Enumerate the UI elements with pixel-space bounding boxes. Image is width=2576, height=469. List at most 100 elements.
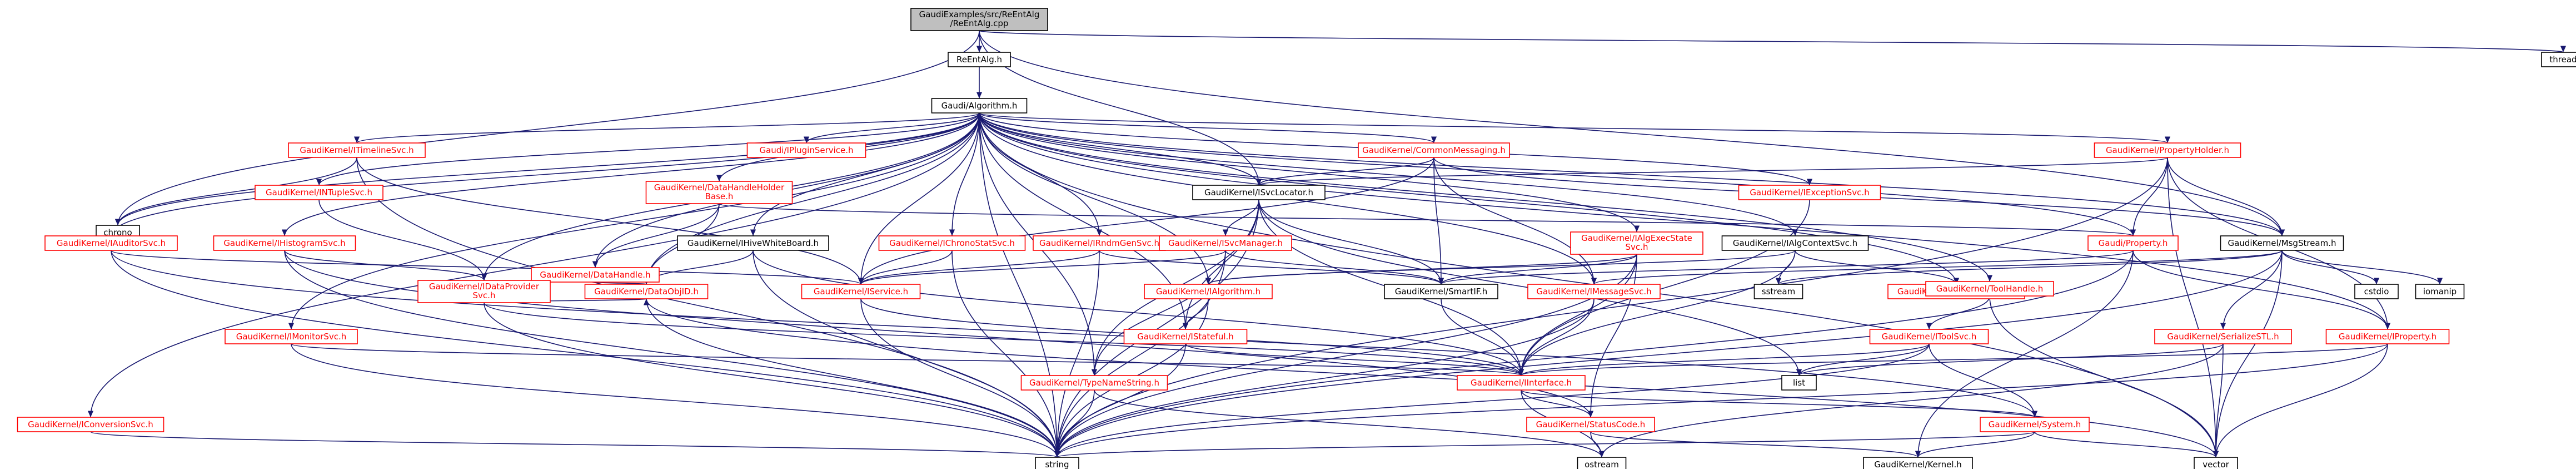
edge-line	[111, 250, 2037, 418]
node-iauditorsvc[interactable]: GaudiKernel/IAuditorSvc.h	[44, 235, 178, 251]
node-isvcmanager[interactable]: GaudiKernel/ISvcManager.h	[1159, 235, 1292, 251]
edge-line	[1518, 254, 1637, 376]
edge-propertyholder-to-property	[2130, 157, 2168, 236]
node-ipluginservice[interactable]: Gaudi/IPluginService.h	[746, 142, 866, 158]
node-dataobjid[interactable]: GaudiKernel/DataObjID.h	[584, 284, 709, 299]
edge-intuplesvc-to-idataprovidersvc	[318, 199, 487, 281]
edge-istateful-to-string	[1054, 343, 1186, 458]
edge-itoolsvc-to-iinterface	[1518, 343, 1930, 376]
node-iproperty[interactable]: GaudiKernel/IProperty.h	[2325, 329, 2450, 344]
edge-line	[979, 30, 2565, 53]
node-label: thread	[2549, 55, 2576, 65]
node-isvclocator[interactable]: GaudiKernel/ISvcLocator.h	[1192, 185, 1326, 200]
node-label: GaudiKernel/PropertyHolder.h	[2106, 145, 2229, 155]
node-label: GaudiKernel/ISvcManager.h	[1168, 238, 1283, 248]
node-ichronostatsvc[interactable]: GaudiKernel/IChronoStatSvc.h	[878, 235, 1026, 251]
node-typenamestring[interactable]: GaudiKernel/TypeNameString.h	[1020, 375, 1168, 391]
edge-property-to-smartif	[1438, 250, 2134, 285]
node-box	[1753, 284, 1803, 299]
edge-property-to-iproperty	[2132, 250, 2391, 330]
node-layer: GaudiExamples/src/ReEntAlg/ReEntAlg.cppR…	[17, 8, 2576, 469]
node-ihistogramsvc[interactable]: GaudiKernel/IHistogramSvc.h	[213, 235, 356, 251]
node-ihivewhiteboard[interactable]: GaudiKernel/IHiveWhiteBoard.h	[677, 235, 829, 251]
edge-root-to-thread	[979, 30, 2565, 53]
node-intuplesvc[interactable]: GaudiKernel/INTupleSvc.h	[255, 185, 383, 200]
node-label: GaudiKernel/SmartIF.h	[1395, 287, 1487, 297]
edge-line	[1054, 343, 1186, 458]
edge-iauditorsvc-to-string	[111, 250, 1060, 458]
edge-line	[1587, 254, 1637, 418]
node-iexceptionsvc[interactable]: GaudiKernel/IExceptionSvc.h	[1738, 185, 1881, 200]
edge-line	[1438, 250, 2134, 285]
node-imessagesvc[interactable]: GaudiKernel/IMessageSvc.h	[1527, 284, 1661, 299]
node-box	[1527, 284, 1661, 299]
edge-imessagesvc-to-string	[1054, 298, 1595, 458]
edge-iinterface-to-system	[1521, 389, 2037, 418]
node-property[interactable]: Gaudi/Property.h	[2087, 235, 2179, 251]
node-iinterface[interactable]: GaudiKernel/IInterface.h	[1457, 375, 1586, 391]
edge-line	[1590, 431, 1921, 458]
node-itoolsvc[interactable]: GaudiKernel/IToolSvc.h	[1869, 329, 1989, 344]
edge-line	[1590, 431, 1605, 458]
node-label: GaudiKernel/IChronoStatSvc.h	[889, 238, 1015, 248]
node-toolhandle[interactable]: GaudiKernel/ToolHandle.h	[1925, 281, 2054, 297]
edge-algorithm_h-to-iproperty	[979, 112, 2390, 330]
node-reentalg_h[interactable]: ReEntAlg.h	[948, 52, 1011, 67]
node-label: list	[1793, 378, 1805, 388]
node-iconversionsvc[interactable]: GaudiKernel/IConversionSvc.h	[17, 417, 165, 432]
node-system[interactable]: GaudiKernel/System.h	[1980, 417, 2090, 432]
edge-line	[1054, 250, 1226, 458]
edge-itoolsvc-to-system	[1929, 343, 2038, 418]
edge-line	[1795, 250, 1960, 285]
edge-line	[2167, 157, 2285, 236]
node-kernel[interactable]: GaudiKernel/Kernel.h	[1863, 457, 1973, 469]
node-ialgorithm[interactable]: GaudiKernel/IAlgorithm.h	[1144, 284, 1273, 299]
node-statuscode[interactable]: GaudiKernel/StatusCode.h	[1526, 417, 1655, 432]
node-propertyholder[interactable]: GaudiKernel/PropertyHolder.h	[2094, 142, 2241, 158]
node-iservice[interactable]: GaudiKernel/IService.h	[801, 284, 921, 299]
node-box	[1781, 375, 1817, 391]
node-box	[1144, 284, 1273, 299]
node-box	[2194, 457, 2238, 469]
node-itimelinesvc[interactable]: GaudiKernel/ITimelineSvc.h	[288, 142, 426, 158]
edge-ihistogramsvc-to-statuscode	[284, 250, 1593, 418]
node-commonmessaging[interactable]: GaudiKernel/CommonMessaging.h	[1358, 142, 1510, 158]
node-label: Svc.h	[473, 290, 496, 300]
edge-line	[1256, 157, 1434, 186]
node-irndmgensvc[interactable]: GaudiKernel/IRndmGenSvc.h	[1033, 235, 1166, 251]
edge-line	[1091, 250, 1226, 376]
node-ialgcontextsvc[interactable]: GaudiKernel/IAlgContextSvc.h	[1721, 235, 1869, 251]
node-smartif[interactable]: GaudiKernel/SmartIF.h	[1384, 284, 1498, 299]
node-msgstream[interactable]: GaudiKernel/MsgStream.h	[2220, 235, 2344, 251]
node-label: GaudiKernel/IAlgorithm.h	[1156, 287, 1260, 297]
edge-line	[284, 250, 487, 281]
edge-algorithm_h-to-imonitorsvc	[288, 112, 980, 330]
node-datahandle[interactable]: GaudiKernel/DataHandle.h	[531, 267, 660, 283]
edge-smartif-to-iinterface	[1441, 298, 1524, 376]
edge-line	[1054, 389, 1095, 458]
edge-line	[643, 112, 980, 285]
node-label: iomanip	[2423, 287, 2457, 297]
edge-isvcmanager-to-typenamestring	[1091, 250, 1226, 376]
edge-algorithm_h-to-ihivewhiteboard	[750, 112, 980, 236]
edge-algorithm_h-to-msgstream	[979, 112, 2285, 236]
edge-algorithm_h-to-dataobjid	[643, 112, 980, 285]
edge-msgstream-to-vector	[2213, 250, 2283, 458]
node-cstdio: cstdio	[2354, 284, 2399, 299]
edge-imonitorsvc-to-iinterface	[291, 343, 1524, 376]
edge-algorithm_h-to-commonmessaging	[979, 112, 1437, 144]
edge-algorithm_h-to-iauditorsvc	[108, 112, 980, 236]
node-istateful[interactable]: GaudiKernel/IStateful.h	[1123, 329, 1248, 344]
node-serializestl[interactable]: GaudiKernel/SerializeSTL.h	[2154, 329, 2292, 344]
node-label: /ReEntAlg.cpp	[950, 18, 1009, 28]
node-imonitorsvc[interactable]: GaudiKernel/IMonitorSvc.h	[225, 329, 358, 344]
node-string: string	[1035, 457, 1079, 469]
node-label: GaudiKernel/IExceptionSvc.h	[1750, 187, 1869, 198]
edge-algorithm_h-to-ialgorithm	[979, 112, 1212, 285]
node-algorithm_h[interactable]: Gaudi/Algorithm.h	[931, 98, 1028, 113]
edge-msgstream-to-serializestl	[2220, 250, 2283, 330]
